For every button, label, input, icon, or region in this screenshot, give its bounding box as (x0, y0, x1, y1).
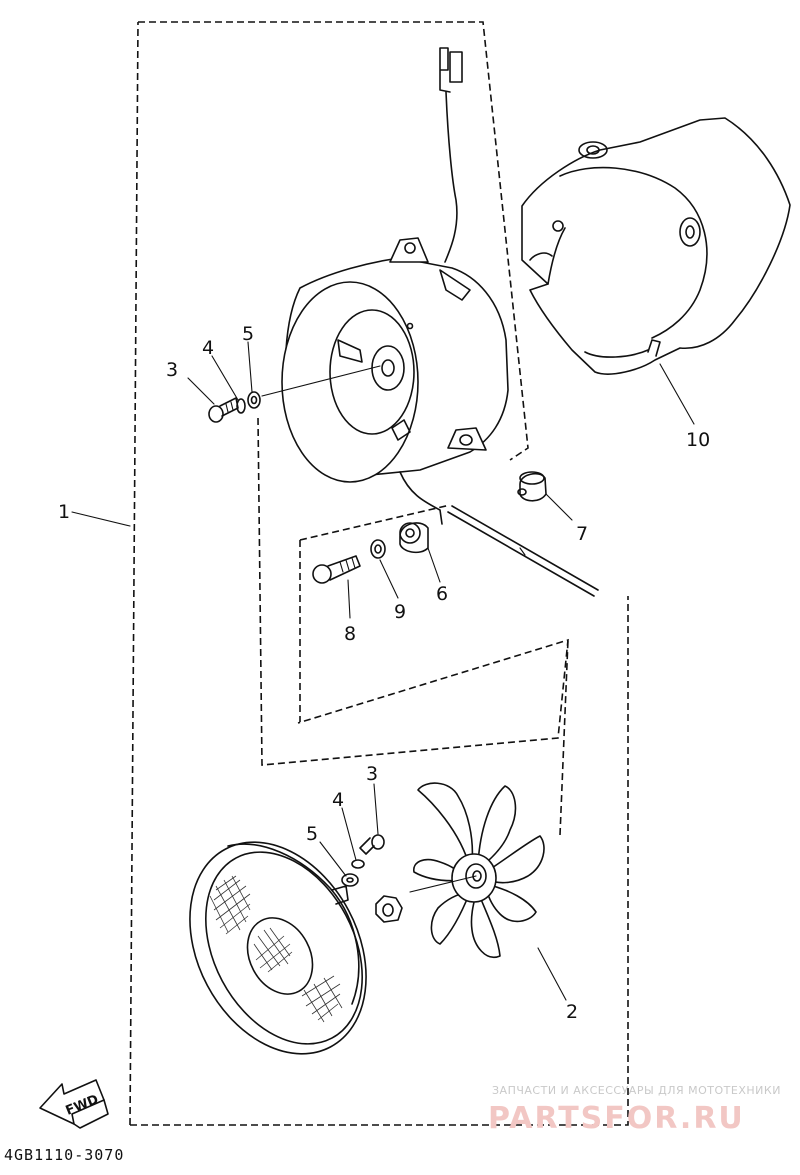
washer-upper (247, 391, 261, 409)
callout-2: 2 (566, 1001, 578, 1023)
grommet (399, 522, 429, 554)
assembly-boundary (129, 21, 629, 1126)
fan-nut (375, 895, 403, 923)
flat-washer (370, 539, 386, 559)
lock-washer-lower (351, 859, 365, 869)
watermark-tagline: ЗАПЧАСТИ И АКСЕССУАРЫ ДЛЯ МОТОТЕХНИКИ (492, 1084, 781, 1097)
leader-lines (71, 341, 695, 1001)
callout-4-upper: 4 (202, 337, 214, 359)
fan-guard (189, 841, 367, 1055)
bolt (312, 555, 361, 584)
watermark-brand: PARTSFOR.RU (488, 1101, 745, 1136)
callout-3-upper: 3 (166, 359, 178, 381)
motor-shaft (447, 505, 599, 597)
callout-3-lower: 3 (366, 763, 378, 785)
fan-blade (413, 782, 545, 959)
callout-9: 9 (394, 601, 406, 623)
shaft-link-box (257, 417, 569, 766)
callout-4-lower: 4 (332, 789, 344, 811)
bolt-group-box (299, 504, 569, 836)
washer-lower (341, 873, 359, 887)
callout-7: 7 (576, 523, 588, 545)
callout-6: 6 (436, 583, 448, 605)
shroud-cover (521, 117, 791, 375)
callout-5-upper: 5 (242, 323, 254, 345)
drawing-code: 4GB1110-3070 (4, 1146, 124, 1164)
rubber-damper (517, 471, 547, 502)
fwd-arrow: FWD (39, 1079, 109, 1129)
callout-8: 8 (344, 623, 356, 645)
callout-10: 10 (686, 429, 710, 451)
lock-washer-upper (236, 398, 246, 414)
callout-5-lower: 5 (306, 823, 318, 845)
callout-1: 1 (58, 501, 70, 523)
screw-lower (359, 834, 385, 855)
screw-upper (208, 397, 239, 423)
motor-housing (281, 47, 509, 525)
